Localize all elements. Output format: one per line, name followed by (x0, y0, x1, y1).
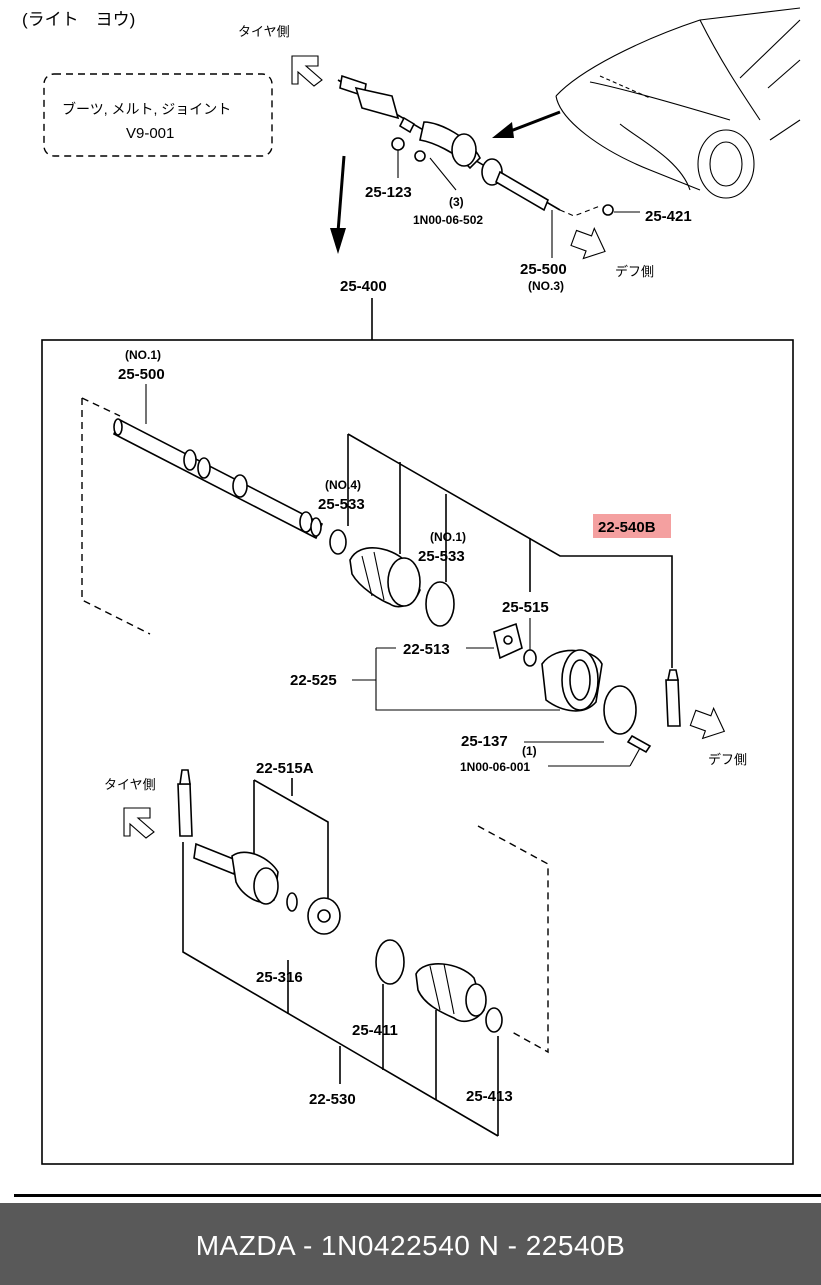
label-22-513: 22-513 (403, 641, 450, 658)
label-qty1: (1) (522, 744, 537, 758)
inner-race-cage (307, 897, 341, 935)
label-25-137: 25-137 (461, 733, 508, 750)
housing-22-525 (541, 649, 603, 712)
label-22-540B: 22-540B (598, 519, 656, 536)
label-1N00-06-502: 1N00-06-502 (413, 213, 483, 227)
pointer-arrow-icon (492, 110, 561, 138)
boot-large (349, 547, 421, 608)
footer-divider (14, 1194, 821, 1197)
label-no1-clamp: (NO.1) (430, 530, 466, 544)
label-1N00-06-001: 1N00-06-001 (460, 760, 530, 774)
tripod-joint-22-513 (493, 622, 523, 660)
tire-side-label-top: タイヤ側 (238, 24, 290, 39)
stub-shaft-left (177, 783, 193, 837)
tire-side-arrow-icon (123, 807, 155, 839)
outer-joint-22-515A (193, 842, 279, 905)
label-25-123: 25-123 (365, 184, 412, 201)
label-25-421: 25-421 (645, 208, 692, 225)
label-25-411: 25-411 (352, 1022, 398, 1039)
label-no3: (NO.3) (528, 279, 564, 293)
boot-outer (415, 963, 487, 1023)
label-25-316: 25-316 (256, 969, 303, 986)
label-22-530: 22-530 (309, 1091, 356, 1108)
diff-side-arrow-icon-top (570, 226, 606, 260)
label-no1-shaft: (NO.1) (125, 348, 161, 362)
note-box-line1: ブーツ, メルト, ジョイント (62, 101, 231, 117)
assembly-frame (41, 339, 794, 1165)
label-25-515: 25-515 (502, 599, 549, 616)
label-no4: (NO.4) (325, 478, 361, 492)
label-25-533-no4: 25-533 (318, 496, 365, 513)
tire-side-label: タイヤ側 (104, 777, 156, 792)
clamp-25-413 (485, 1007, 503, 1033)
cap-25-137 (603, 685, 637, 735)
footer-bar (0, 1203, 821, 1285)
bolt-1N00-06-001 (626, 734, 652, 754)
label-25-500-main: 25-500 (118, 366, 165, 383)
label-25-413: 25-413 (466, 1088, 513, 1105)
footer-part-number: MAZDA - 1N0422540 N - 22540B (195, 1230, 626, 1261)
label-25-400: 25-400 (340, 278, 387, 295)
circlip-25-316 (286, 892, 298, 912)
note-box-line2: V9-001 (126, 125, 174, 142)
diff-side-label-top: デフ側 (615, 264, 654, 279)
label-25-500-top: 25-500 (520, 261, 567, 278)
highlight-22-540B (593, 514, 671, 538)
label-qty3: (3) (449, 195, 464, 209)
top-shaft-assembly (337, 74, 614, 217)
stub-shaft-right (665, 679, 681, 727)
clamp-25-533-no1 (425, 581, 455, 627)
snap-ring-25-515 (523, 649, 537, 667)
clamp-25-533-no4 (329, 529, 347, 555)
label-22-525: 22-525 (290, 672, 337, 689)
down-arrow-icon (330, 155, 346, 254)
label-22-515A: 22-515A (256, 760, 314, 777)
note-box (43, 73, 273, 157)
diff-side-label: デフ側 (708, 752, 747, 767)
diagram-title: (ライト ヨウ) (22, 10, 135, 29)
diff-side-arrow-icon (689, 706, 726, 740)
car-illustration (555, 7, 801, 199)
label-25-533-no1: 25-533 (418, 548, 465, 565)
clamp-25-411 (375, 939, 405, 985)
shaft-25-500 (112, 418, 324, 540)
tire-side-arrow-icon-top (291, 55, 323, 87)
parts-diagram: (ライト ヨウ) ブーツ, メルト, ジョイント V9-001 タイヤ側 (22, 7, 801, 1165)
